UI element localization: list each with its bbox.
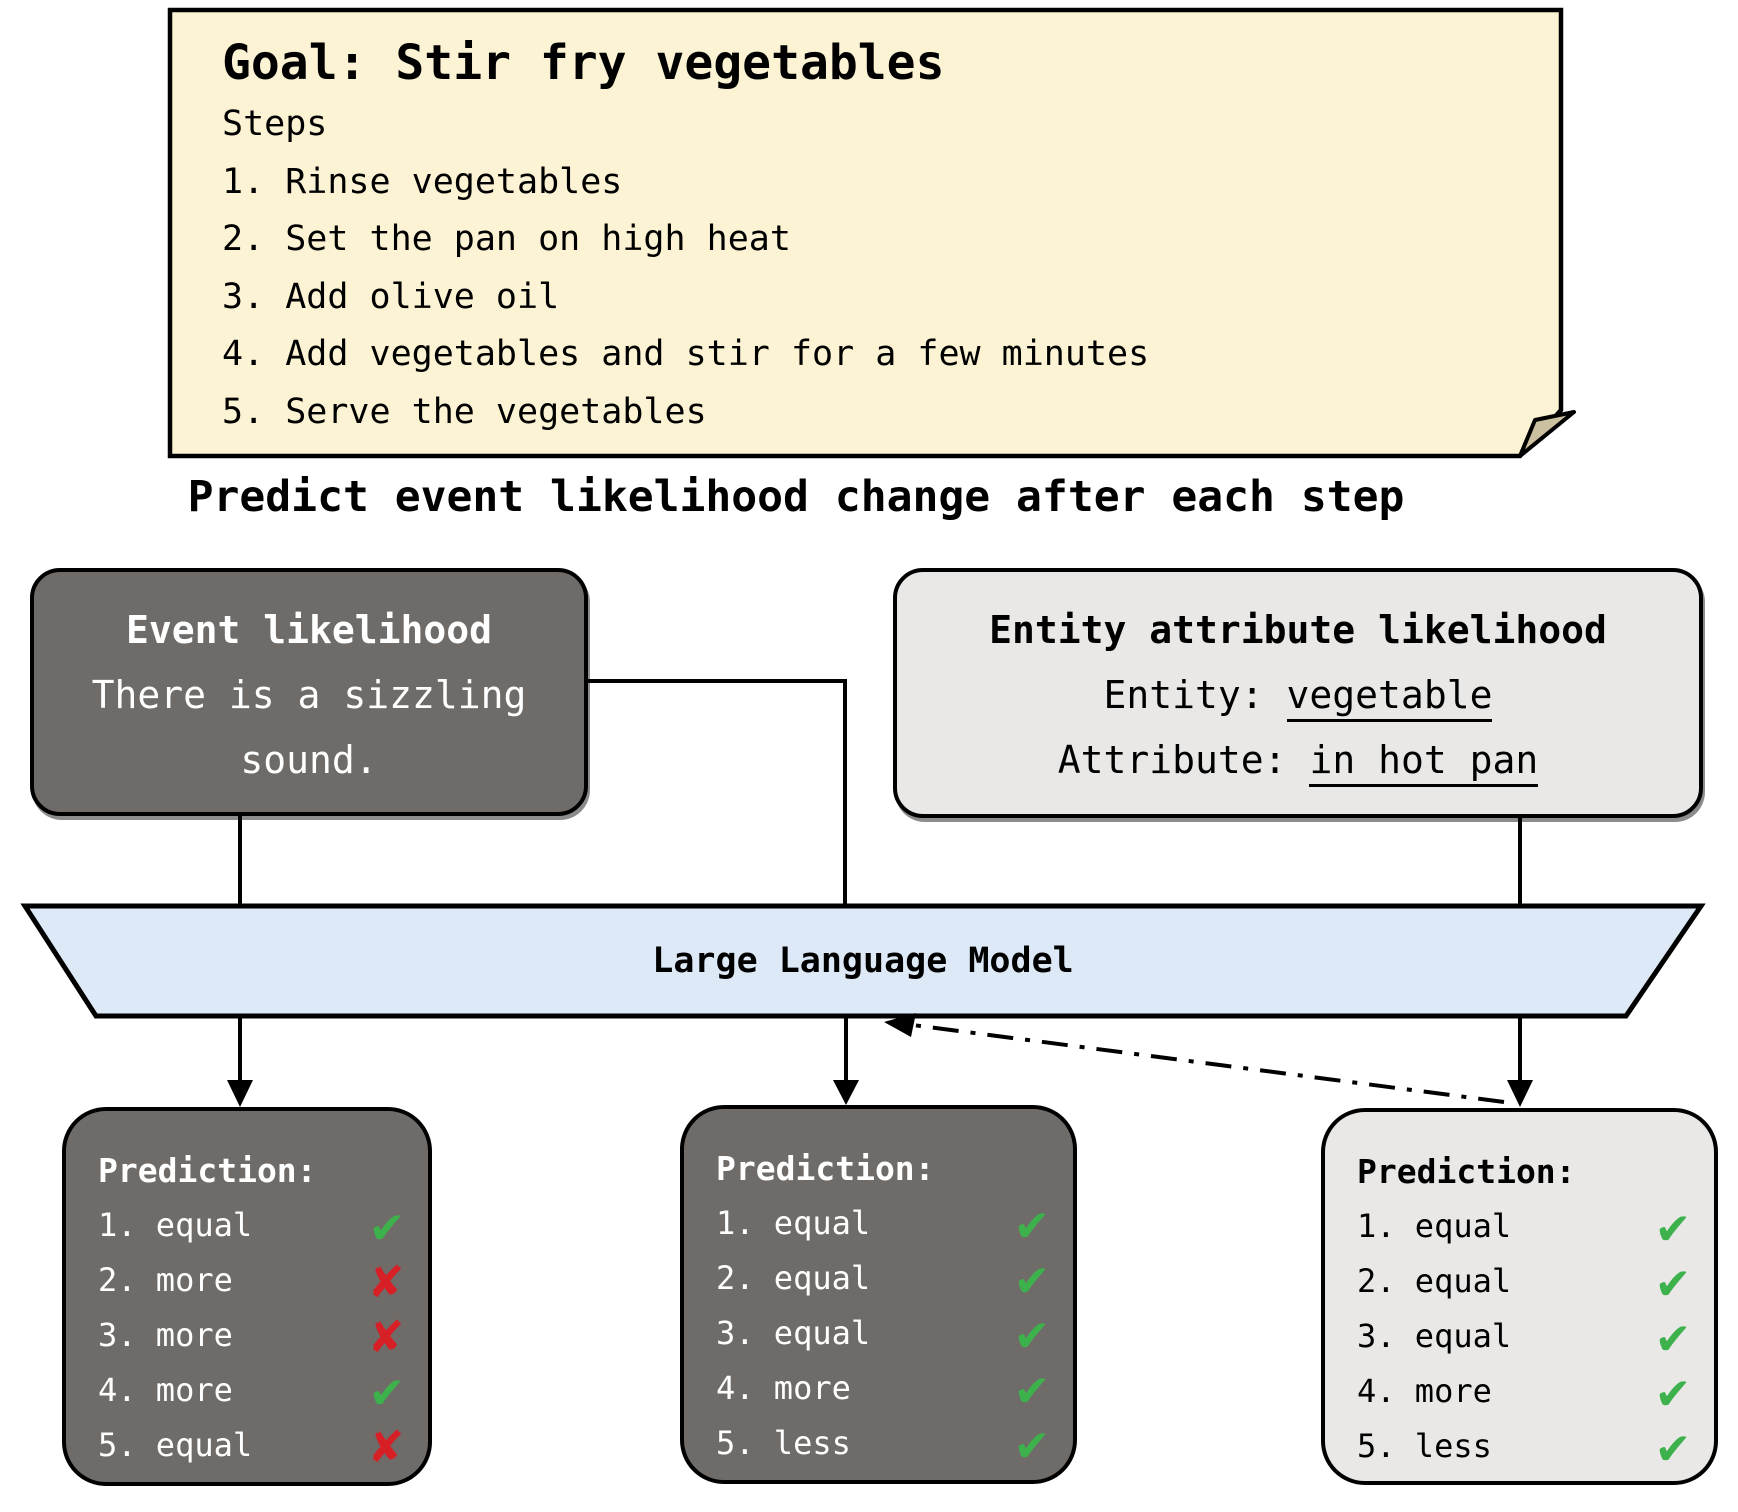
prediction-box-middle: Prediction:1. equal✔2. equal✔3. equal✔4.… (680, 1105, 1077, 1484)
prediction-item: 1. equal ✔ (1357, 1198, 1688, 1253)
prediction-item-label: 2. equal (1357, 1261, 1512, 1300)
prediction-title: Prediction: (98, 1151, 317, 1190)
check-icon: ✔ (1016, 1303, 1047, 1362)
prediction-item: 2. more ✘ (98, 1252, 402, 1307)
prediction-item-label: 5. equal (98, 1425, 253, 1464)
step-line: 2. Set the pan on high heat (222, 219, 791, 259)
prediction-item-label: 4. more (98, 1370, 233, 1409)
entity-attribute-line: Attribute: in hot pan (1057, 728, 1539, 793)
task-heading: Predict event likelihood change after ea… (187, 472, 1405, 522)
prediction-title: Prediction: (1357, 1152, 1576, 1191)
llm-trapezoid (20, 903, 1706, 1019)
prediction-item: 2. equal ✔ (1357, 1253, 1688, 1308)
prediction-item-label: 5. less (716, 1423, 851, 1462)
prediction-item-label: 1. equal (716, 1203, 871, 1242)
prediction-item: 5. less ✔ (1357, 1418, 1688, 1473)
entity-line-value: vegetable (1286, 673, 1493, 722)
check-icon: ✔ (1657, 1196, 1688, 1255)
prediction-item: 5. equal ✘ (98, 1417, 402, 1472)
prediction-box-right: Prediction:1. equal✔2. equal✔3. equal✔4.… (1321, 1108, 1718, 1485)
feedback-dashdot-arrow (884, 1013, 1505, 1104)
step-line: 1. Rinse vegetables (222, 161, 623, 202)
prediction-item-label: 5. less (1357, 1426, 1492, 1465)
prediction-item: 1. equal ✔ (716, 1195, 1047, 1250)
prediction-item-label: 3. equal (1357, 1316, 1512, 1355)
check-icon: ✔ (1016, 1413, 1047, 1472)
prediction-item: 2. equal ✔ (716, 1250, 1047, 1305)
cross-icon: ✘ (371, 1250, 402, 1309)
cross-icon: ✘ (371, 1305, 402, 1364)
check-icon: ✔ (371, 1195, 402, 1254)
prediction-item-label: 4. more (716, 1368, 851, 1407)
prediction-item-label: 2. more (98, 1260, 233, 1299)
goal-note: Goal: Stir fry vegetables Steps 1. Rinse… (170, 10, 1562, 441)
prediction-item: 4. more ✔ (716, 1360, 1047, 1415)
event-likelihood-line: sound. (240, 738, 378, 782)
goal-title: Goal: Stir fry vegetables (222, 35, 945, 91)
arrow-down-icon (833, 1080, 859, 1105)
entity-attribute-line: Entity: vegetable (1058, 663, 1538, 728)
check-icon: ✔ (1657, 1251, 1688, 1310)
prediction-box-left: Prediction:1. equal✔2. more✘3. more✘4. m… (62, 1107, 432, 1486)
prediction-item-label: 1. equal (1357, 1206, 1512, 1245)
prediction-item-label: 3. equal (716, 1313, 871, 1352)
entity-line-label: Entity: (1103, 673, 1287, 717)
steps-list: 1. Rinse vegetables 2. Set the pan on hig… (222, 154, 1542, 442)
event-likelihood-box: Event likelihood There is a sizzling soun… (30, 568, 588, 816)
check-icon: ✔ (371, 1360, 402, 1419)
arrow-down-icon (1507, 1080, 1533, 1107)
prediction-item-label: 3. more (98, 1315, 233, 1354)
entity-line-value: in hot pan (1309, 738, 1539, 787)
step-line: 5. Serve the vegetables (222, 391, 707, 432)
step-line: 3. Add olive oil (222, 276, 560, 317)
cross-icon: ✘ (371, 1415, 402, 1474)
prediction-item: 4. more ✔ (98, 1362, 402, 1417)
steps-label: Steps (222, 104, 328, 144)
check-icon: ✔ (1016, 1248, 1047, 1307)
prediction-item-label: 4. more (1357, 1371, 1492, 1410)
prediction-item-label: 2. equal (716, 1258, 871, 1297)
check-icon: ✔ (1016, 1193, 1047, 1252)
prediction-item: 3. more ✘ (98, 1307, 402, 1362)
note-fold-corner-icon (1518, 410, 1576, 458)
event-likelihood-line: There is a sizzling (91, 673, 527, 717)
entity-attribute-title: Entity attribute likelihood (989, 608, 1607, 652)
prediction-item-label: 1. equal (98, 1205, 253, 1244)
check-icon: ✔ (1657, 1306, 1688, 1365)
arrow-down-icon (227, 1080, 253, 1107)
prediction-item: 4. more ✔ (1357, 1363, 1688, 1418)
check-icon: ✔ (1657, 1416, 1688, 1475)
step-line: 4. Add vegetables and stir for a few min… (222, 334, 1150, 374)
arrow-up-left-icon (884, 1013, 916, 1037)
prediction-item: 3. equal ✔ (1357, 1308, 1688, 1363)
prediction-item: 3. equal ✔ (716, 1305, 1047, 1360)
entity-line-label: Attribute: (1057, 738, 1310, 782)
prediction-item: 5. less ✔ (716, 1415, 1047, 1470)
llm-label: Large Language Model (652, 941, 1074, 981)
event-likelihood-title: Event likelihood (125, 608, 493, 652)
check-icon: ✔ (1016, 1358, 1047, 1417)
event-likelihood-text: There is a sizzling sound. (92, 663, 527, 793)
prediction-title: Prediction: (716, 1149, 935, 1188)
output-arrows (227, 1016, 1533, 1107)
prediction-item: 1. equal ✔ (98, 1197, 402, 1252)
entity-attribute-box: Entity attribute likelihood Entity: vege… (893, 568, 1703, 818)
check-icon: ✔ (1657, 1361, 1688, 1420)
